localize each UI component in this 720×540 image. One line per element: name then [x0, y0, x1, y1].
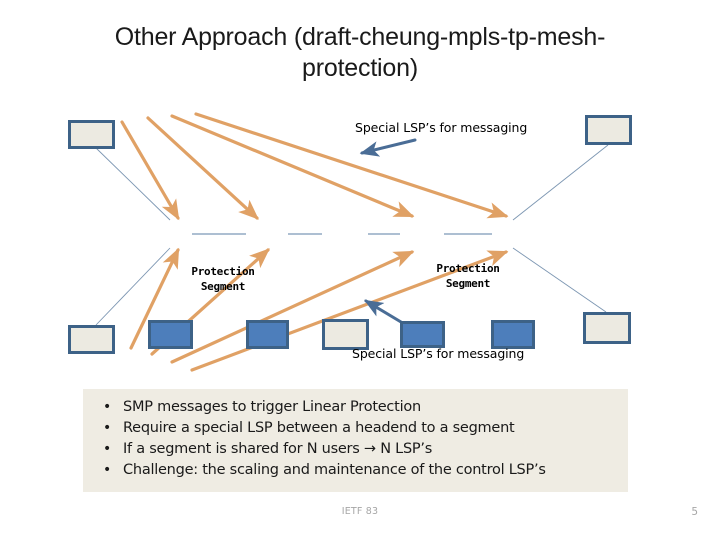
diagram-vectors: [95, 112, 609, 372]
bullet-text: SMP messages to trigger Linear Protectio…: [123, 399, 421, 415]
label-special-lsp-top: Special LSP’s for messaging: [355, 120, 528, 135]
label-special-lsp-bottom: Special LSP’s for messaging: [352, 346, 525, 361]
bullet-list: • SMP messages to trigger Linear Protect…: [83, 397, 628, 481]
orange-arrows-downward: [120, 112, 509, 221]
endpoint-connector-lines: [95, 144, 609, 326]
label-protection-segment-left: Protection Segment: [175, 265, 271, 295]
label-protection-segment-right: Protection Segment: [420, 262, 516, 292]
bullet-marker: •: [103, 399, 112, 415]
bullet-panel: • SMP messages to trigger Linear Protect…: [83, 389, 628, 492]
footer-text: IETF 83: [341, 506, 379, 517]
label-protection-segment-right-line-2: Segment: [445, 276, 491, 290]
list-item: • If a segment is shared for N users → N…: [83, 439, 628, 460]
list-item: • Require a special LSP between a headen…: [83, 418, 628, 439]
page-title-line-2: protection): [302, 53, 418, 82]
page-title-line-1: Other Approach (draft-cheung-mpls-tp-mes…: [114, 23, 606, 51]
chain-node-4[interactable]: [400, 321, 445, 348]
page-title: Other Approach (draft-cheung-mpls-tp-mes…: [40, 22, 680, 83]
bullet-marker: •: [103, 462, 112, 478]
chain-node-3[interactable]: [322, 319, 369, 350]
label-protection-segment-left-line-1: Protection: [191, 265, 255, 278]
endpoint-node-top-left[interactable]: [68, 120, 115, 149]
bullet-text: Require a special LSP between a headend …: [123, 420, 515, 436]
endpoint-node-bottom-right[interactable]: [583, 312, 631, 344]
bullet-marker: •: [103, 420, 112, 436]
endpoint-node-bottom-left[interactable]: [68, 325, 115, 354]
network-diagram: Special LSP’s for messaging Special LSP’…: [0, 100, 720, 380]
bullet-text: Challenge: the scaling and maintenance o…: [123, 462, 546, 478]
blue-callout-arrows: [359, 138, 417, 327]
label-protection-segment-right-line-1: Protection: [436, 262, 500, 275]
page-number: 5: [691, 506, 698, 518]
chain-node-1[interactable]: [148, 320, 193, 349]
bullet-text: If a segment is shared for N users → N L…: [123, 441, 433, 457]
chain-node-5[interactable]: [491, 320, 535, 349]
list-item: • SMP messages to trigger Linear Protect…: [83, 397, 628, 418]
bullet-marker: •: [103, 441, 112, 457]
label-protection-segment-left-line-2: Segment: [200, 279, 246, 293]
list-item: • Challenge: the scaling and maintenance…: [83, 460, 628, 481]
endpoint-node-top-right[interactable]: [585, 115, 632, 145]
chain-node-2[interactable]: [246, 320, 289, 349]
